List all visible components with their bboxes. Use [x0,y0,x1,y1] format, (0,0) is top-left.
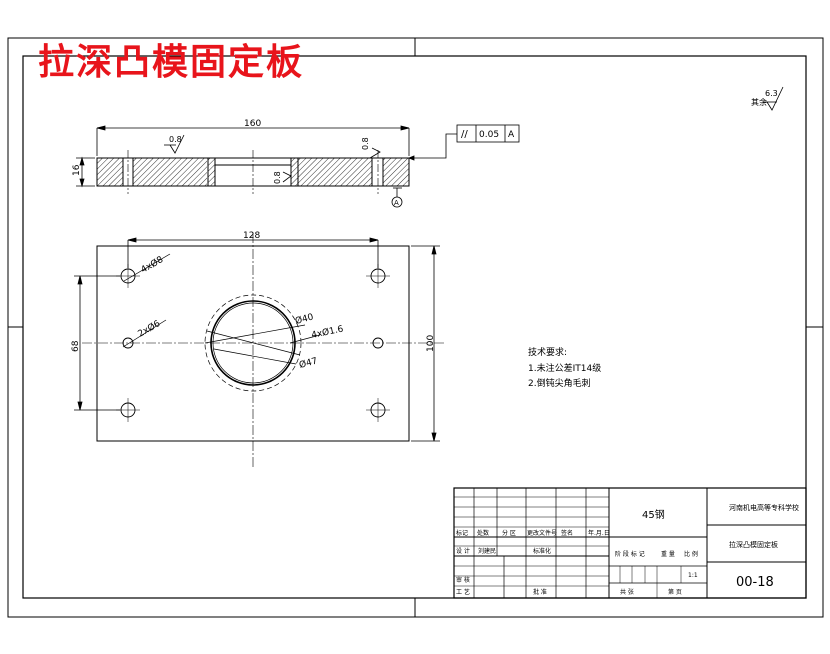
callout-4x1-6: 4xØ1.6 [310,323,344,341]
callout-4x8: 4xØ8 [139,254,165,276]
title-block [453,487,807,599]
datum-label: A [394,199,399,207]
tolerance-symbol: // [461,129,468,140]
roughness-icon [369,147,381,159]
tb-process-label: 工 艺 [456,588,470,596]
tb-review-label: 审 核 [456,576,470,584]
tb-approve-label: 批 准 [533,588,547,596]
leader-4x8 [123,253,171,282]
tech-item-1: 1.未注公差IT14级 [528,362,601,374]
dim-100-label: 100 [426,335,436,352]
tb-drawing-no: 00-18 [736,575,774,590]
tb-material: 45钢 [642,508,665,521]
dim-16 [76,156,95,188]
central-bore [204,294,302,392]
dim-68-label: 68 [71,340,81,352]
tech-item-2: 2.倒钝尖角毛刺 [528,377,591,389]
tolerance-value: 0.05 [479,130,499,140]
inner-border [22,55,807,599]
tb-header-mark: 标记 [456,529,468,537]
drawing-title: 拉深凸模固定板 [38,41,304,83]
surface-note-value: 6.3 [765,89,778,98]
tb-weight: 重 量 [661,550,675,558]
bore-leaders [204,324,321,365]
roughness-bore-label: 0.8 [273,171,282,184]
dim-128 [127,237,379,268]
dim-100 [411,245,440,442]
section-view [96,150,410,194]
surface-note-label: 其余 [751,97,767,107]
tb-scale: 1:1 [688,572,698,579]
dim-160 [96,125,410,156]
dim-16-label: 16 [72,164,82,176]
dim-68 [74,275,120,411]
tb-stage: 阶 段 标 记 [615,550,645,558]
tb-standard-label: 标准化 [533,547,551,555]
tolerance-frame [407,124,520,161]
center-marks [8,38,823,617]
dim-160-label: 160 [244,119,261,129]
datum-marker [391,187,403,208]
center-lines [82,233,445,468]
tb-school: 河南机电高等专科学校 [729,503,799,512]
dim-128-label: 128 [243,231,260,241]
roughness-icon [282,171,292,183]
callout-2x6: 2xØ6 [136,318,162,340]
roughness-icon [763,86,784,111]
tb-part-name: 拉深凸模固定板 [729,540,778,549]
outer-border [7,37,824,618]
tb-sheets-total: 共 张 [620,588,634,596]
roughness-top-label: 0.8 [169,135,182,144]
tolerance-datum: A [508,130,515,140]
tb-designer-name: 刘建民 [478,547,496,555]
tech-heading: 技术要求: [528,346,567,358]
tb-design-label: 设 计 [456,547,470,555]
tb-ratio: 比 例 [684,550,698,558]
callout-dia40: Ø40 [294,311,315,326]
tb-header-zone: 分 区 [502,529,516,537]
roughness-icon [164,134,185,154]
leader-2x6 [122,319,167,348]
roughness-right-label: 0.8 [361,137,370,150]
tb-header-sign: 签名 [561,529,573,537]
tb-header-date: 年.月.日 [588,529,610,537]
tb-header-doc: 更改文件号 [527,529,557,537]
callout-dia47: Ø47 [298,355,319,370]
tb-header-count: 处数 [477,529,489,537]
tb-sheet-no: 第 页 [668,588,682,596]
